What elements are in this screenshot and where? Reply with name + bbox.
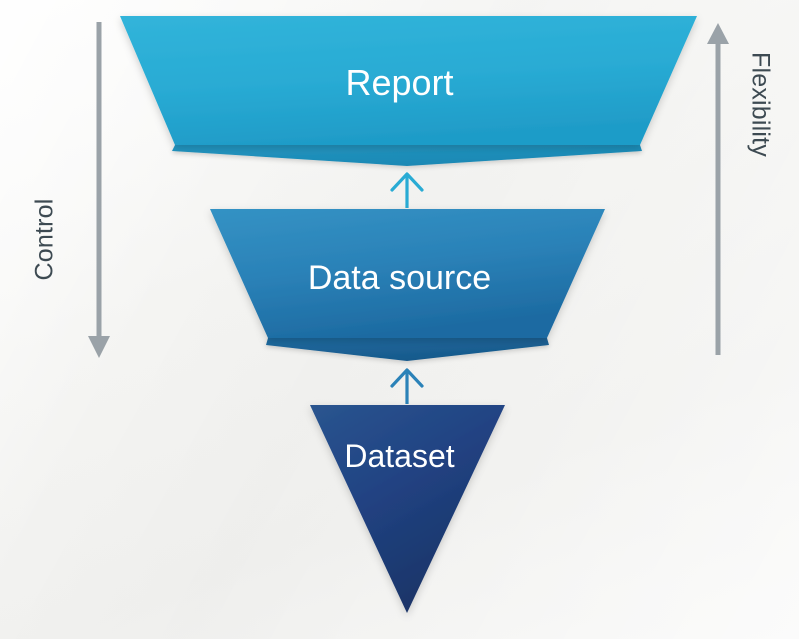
arrow-dataset-to-datasource xyxy=(390,368,424,404)
dataset-body xyxy=(310,405,505,613)
control-axis-label: Control xyxy=(30,198,59,281)
arrow-datasource-to-report xyxy=(390,172,424,208)
report-fold xyxy=(172,145,642,166)
control-axis xyxy=(88,22,110,358)
flexibility-axis-label: Flexibility xyxy=(746,52,775,157)
report-body xyxy=(120,16,697,145)
flexibility-axis xyxy=(707,23,729,355)
arrow-down-icon xyxy=(88,336,110,358)
stage-report[interactable] xyxy=(120,16,697,166)
data-source-fold xyxy=(266,338,549,361)
stage-data-source[interactable] xyxy=(210,209,605,361)
stage-dataset[interactable] xyxy=(310,405,505,613)
data-source-body xyxy=(210,209,605,338)
arrow-up-icon xyxy=(707,23,729,44)
